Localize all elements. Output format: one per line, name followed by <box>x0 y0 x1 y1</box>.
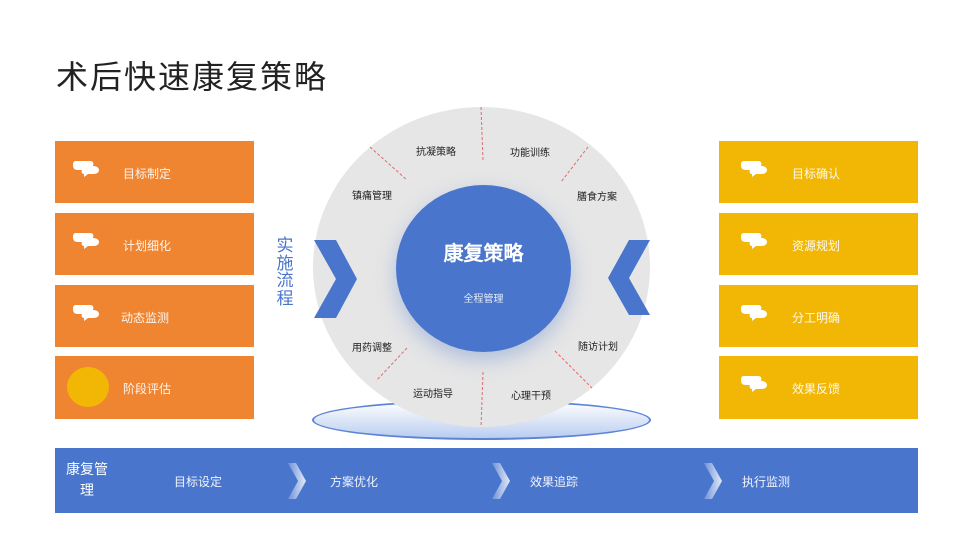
left-item: 动态监测 <box>55 285 254 347</box>
right-item: 效果反馈 <box>719 356 918 419</box>
chevron-arrow-icon <box>704 463 722 499</box>
right-item: 分工明确 <box>719 285 918 347</box>
vertical-label: 实施流程 <box>276 236 294 309</box>
speech-bubble-icon <box>73 305 99 321</box>
speech-bubble-icon <box>741 376 767 392</box>
segment-label: 用药调整 <box>352 343 392 354</box>
process-step: 效果追踪 <box>530 475 579 489</box>
left-item: 目标制定 <box>55 141 254 203</box>
segment-label: 功能训练 <box>510 148 550 159</box>
left-item: 计划细化 <box>55 213 254 275</box>
right-item: 资源规划 <box>719 213 918 275</box>
center-circle: 康复策略 全程管理 <box>396 185 571 352</box>
process-step: 方案优化 <box>330 475 379 489</box>
segment-label: 心理干预 <box>511 391 551 402</box>
right-item: 目标确认 <box>719 141 918 203</box>
segment-label: 随访计划 <box>578 342 618 353</box>
segment-label: 膳食方案 <box>577 192 617 203</box>
speech-bubble-icon <box>741 161 767 177</box>
left-item: 阶段评估 <box>55 356 254 419</box>
circle-icon <box>67 367 109 407</box>
chevron-arrow-icon <box>288 463 306 499</box>
chevron-arrow-icon <box>492 463 510 499</box>
speech-bubble-icon <box>73 161 99 177</box>
speech-bubble-icon <box>73 233 99 249</box>
page-title: 术后快速康复策略 <box>56 58 329 96</box>
segment-label: 抗凝策略 <box>416 147 456 158</box>
chevron-right-icon <box>314 240 357 318</box>
segment-label: 镇痛管理 <box>352 191 392 202</box>
bottom-process-bar: 康复管理 目标设定 方案优化 效果追踪 执行监测 <box>55 448 918 513</box>
segment-label: 运动指导 <box>413 389 453 400</box>
speech-bubble-icon <box>741 305 767 321</box>
speech-bubble-icon <box>741 233 767 249</box>
chevron-left-icon <box>608 240 650 315</box>
process-step: 执行监测 <box>742 475 791 489</box>
process-step: 目标设定 <box>174 475 223 489</box>
